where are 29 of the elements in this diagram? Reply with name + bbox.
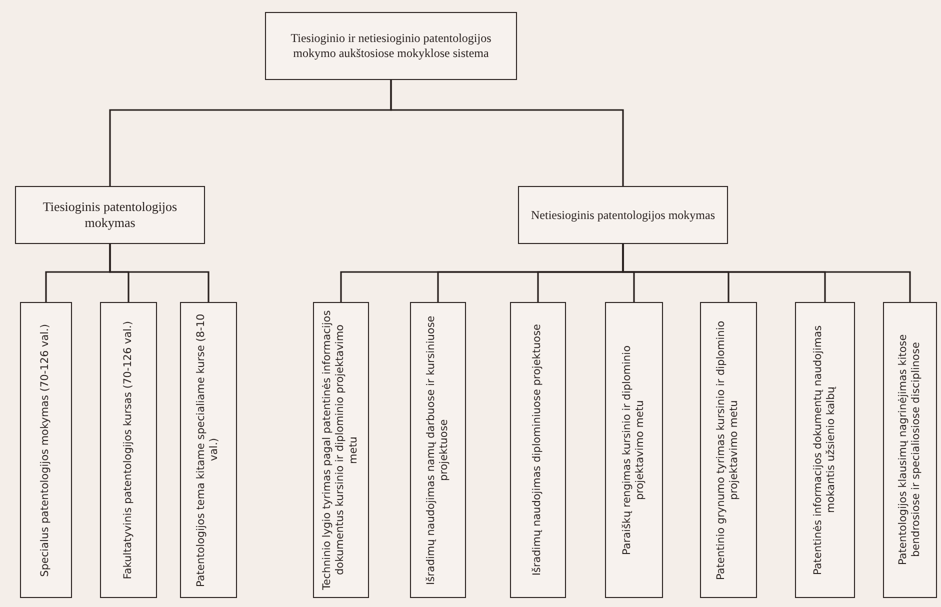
- category-box: [15, 186, 205, 244]
- category-box: [510, 302, 566, 598]
- box-label: Specialus patentologijos mokymas (70-126 val.): [39, 324, 52, 576]
- category-box: [20, 302, 72, 598]
- box-label: Tiesioginio ir netiesioginio patentologijos mokymo aukštosiose mokyklose sistema: [290, 31, 492, 61]
- box-label: Patentologijos tema kitame specialiame kurse (8-10 val.): [195, 312, 222, 589]
- connector-line: [622, 244, 911, 302]
- connector-line: [109, 244, 210, 302]
- connector-line: [390, 80, 624, 186]
- box-label: Tiesioginis patentologijos mokymas: [42, 198, 178, 232]
- category-box: [313, 302, 369, 598]
- box-label: Išradimų naudojimas diplominiuose projektuose: [531, 324, 544, 576]
- category-box: [100, 302, 157, 598]
- category-box: [410, 302, 466, 598]
- category-box: [883, 302, 937, 598]
- box-label: Patentologijos klausimų nagrinėjimas kitose bendrosiose ir specialiosiose disciplinose: [896, 334, 923, 568]
- category-box: [795, 302, 855, 598]
- box-label: Techninio lygio tyrimas pagal patentinės informacijos dokumentus kursinio ir diplominio projektavimo metu: [321, 310, 361, 590]
- box-label: Išradimų naudojimas namų darbuose ir kursiniuose projektuose: [424, 314, 451, 587]
- category-box: [180, 302, 237, 598]
- box-label: Netiesioginis patentologijos mokymas: [531, 208, 715, 222]
- category-box: [265, 12, 517, 80]
- category-box: [700, 302, 757, 598]
- box-label: Patentinės informacijos dokumentų naudojimas mokantis užsienio kalbų: [812, 324, 838, 577]
- category-box: [518, 186, 728, 244]
- box-label: Paraiškų rengimas kursinio ir diplominio projektavimo metu: [620, 344, 647, 557]
- box-label: Patentinio grynumo tyrimas kursinio ir diplominio projektavimo metu: [715, 319, 742, 582]
- category-box: [605, 302, 663, 598]
- box-label: Fakultatyvinis patentologijos kursas (70-126 val.): [122, 320, 135, 580]
